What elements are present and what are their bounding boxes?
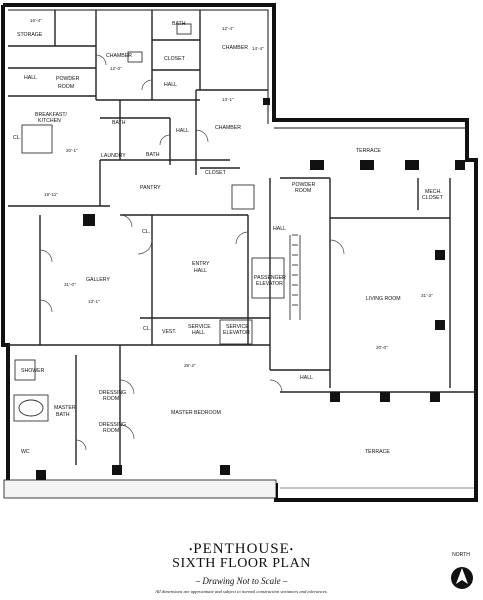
dimension-chamber-2-vertical: 14'-4" xyxy=(252,46,264,51)
north-arrow-icon xyxy=(451,567,473,589)
room-closet-1: CLOSET xyxy=(164,56,186,62)
room-bath-2: BATH xyxy=(112,120,126,126)
room-hall-a: HALL xyxy=(24,75,37,81)
room-powder-2b: ROOM xyxy=(295,188,311,194)
room-dressing-1a: DRESSING xyxy=(99,390,126,396)
room-entry-b: HALL xyxy=(194,268,207,274)
plan-title-line-1: •PENTHOUSE• xyxy=(189,541,294,557)
dimension-chamber-2: 12'-4" xyxy=(222,26,234,31)
drawing-note: – Drawing Not to Scale – xyxy=(195,576,288,586)
room-entry-a: ENTRY xyxy=(192,261,210,267)
room-dressing-2b: ROOM xyxy=(103,428,119,434)
room-breakfast-b: KITCHEN xyxy=(38,118,61,124)
room-shower: SHOWER xyxy=(21,368,45,374)
room-breakfast-a: BREAKFAST/ xyxy=(35,112,68,118)
room-pantry: PANTRY xyxy=(140,185,161,191)
dimension-chamber-1: 12'-0" xyxy=(110,66,122,71)
room-powder-1b: ROOM xyxy=(58,84,74,90)
door-swings xyxy=(39,54,345,451)
room-closet-2: CLOSET xyxy=(205,170,227,176)
room-service-elevator-b: ELEVATOR xyxy=(223,330,250,336)
room-mech-a: MECH. xyxy=(425,189,442,195)
room-chamber-1: CHAMBER xyxy=(106,53,132,59)
structural-columns xyxy=(36,98,465,480)
room-master-bedroom: MASTER BEDROOM xyxy=(171,410,221,416)
room-hall-c: HALL xyxy=(176,128,189,134)
dimension-gallery-vertical: 31'-0" xyxy=(64,282,76,287)
dimension-chamber-3: 13'-1" xyxy=(222,97,234,102)
room-cl-1: CL. xyxy=(13,135,21,141)
room-cl-3: CL. xyxy=(143,326,151,332)
disclaimer-text: All dimensions are approximate and subje… xyxy=(155,589,328,594)
room-gallery: GALLERY xyxy=(86,277,110,283)
room-chamber-2: CHAMBER xyxy=(222,45,248,51)
dimension-storage: 16'-4" xyxy=(30,18,42,23)
dimension-gallery: 13'-1" xyxy=(88,299,100,304)
dimension-master-bedroom: 28'-2" xyxy=(184,363,196,368)
room-powder-1a: POWDER xyxy=(56,76,80,82)
room-passenger-elevator-b: ELEVATOR xyxy=(256,281,283,287)
room-mech-b: CLOSET xyxy=(422,195,444,201)
room-bath-3: BATH xyxy=(146,152,160,158)
dimension-kitchen: 19'-11" xyxy=(44,192,58,197)
room-bath-top: BATH xyxy=(172,21,186,27)
dimension-kitchen-vertical: 20'-1" xyxy=(66,148,78,153)
room-living-room: LIVING ROOM xyxy=(366,296,401,302)
room-hall-b: HALL xyxy=(164,82,177,88)
room-terrace-bottom: TERRACE xyxy=(365,449,390,455)
elevator-shafts xyxy=(13,23,301,422)
room-laundry: LAUNDRY xyxy=(101,153,126,159)
room-vest: VEST. xyxy=(162,329,176,335)
room-cl-2: CL. xyxy=(142,229,150,235)
room-terrace-top: TERRACE xyxy=(356,148,381,154)
room-hall-d: HALL xyxy=(273,226,286,232)
floor-plan-diagram: STORAGE CHAMBER BATH CHAMBER CLOSET HALL… xyxy=(1,3,478,502)
room-storage: STORAGE xyxy=(17,32,43,38)
plan-title-line-2: SIXTH FLOOR PLAN xyxy=(172,556,311,571)
room-passenger-elevator-a: PASSENGER xyxy=(254,275,286,281)
room-master-bath-a: MASTER xyxy=(54,405,76,411)
room-service-hall-a: SERVICE xyxy=(188,324,211,330)
room-hall-e: HALL xyxy=(300,375,313,381)
north-label: NORTH xyxy=(452,552,470,558)
room-chamber-3: CHAMBER xyxy=(215,125,241,131)
room-service-elevator-a: SERVICE xyxy=(226,324,249,330)
room-master-bath-b: BATH xyxy=(56,412,70,418)
dimension-labels: 16'-4" 12'-0" 12'-4" 14'-4" 13'-1" 20'-1… xyxy=(30,18,433,368)
room-service-hall-b: HALL xyxy=(192,330,205,336)
room-dressing-1b: ROOM xyxy=(103,396,119,402)
room-dressing-2a: DRESSING xyxy=(99,422,126,428)
room-wc: WC xyxy=(21,449,30,455)
room-labels: STORAGE CHAMBER BATH CHAMBER CLOSET HALL… xyxy=(13,21,444,455)
room-powder-2a: POWDER xyxy=(292,182,316,188)
dimension-living-room: 20'-0" xyxy=(376,345,388,350)
dimension-living-room-vertical: 31'-3" xyxy=(421,293,433,298)
